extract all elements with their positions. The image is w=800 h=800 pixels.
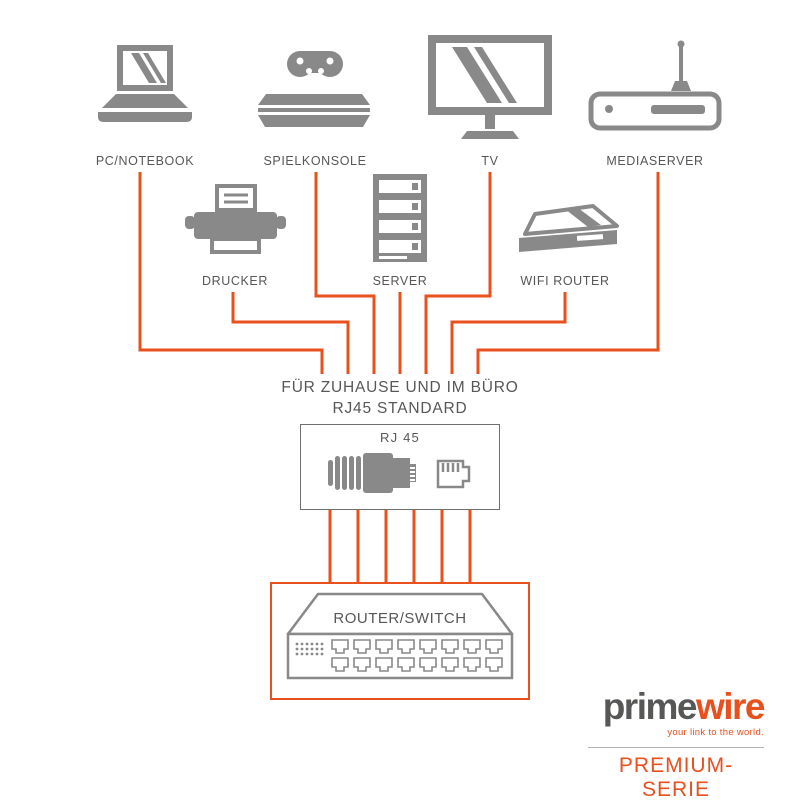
game-console-icon: [235, 32, 395, 144]
rj45-box: RJ 45: [300, 424, 500, 510]
printer-icon: [155, 176, 315, 264]
device-label: MEDIASERVER: [606, 154, 704, 168]
brand-block: primewire your link to the world. PREMIU…: [588, 686, 766, 800]
mediaserver-icon: [575, 32, 735, 144]
logo-wire: wire: [695, 686, 766, 727]
device-mediaserver: MEDIASERVER: [575, 32, 735, 168]
device-spielkonsole: SPIELKONSOLE: [235, 32, 395, 168]
device-label: DRUCKER: [201, 274, 268, 288]
device-server: SERVER: [320, 174, 480, 288]
brand-tagline: your link to the world.: [667, 727, 764, 738]
device-label: PC/NOTEBOOK: [95, 154, 195, 168]
device-pc-notebook: PC/NOTEBOOK: [65, 32, 225, 168]
router-switch-label: ROUTER/SWITCH: [333, 610, 467, 627]
device-label: TV: [481, 154, 499, 168]
series-label: PREMIUM-SERIE: [618, 754, 734, 800]
heading-line1: FÜR ZUHAUSE UND IM BÜRO: [281, 379, 519, 396]
router-switch-box: ROUTER/SWITCH: [270, 582, 530, 700]
primewire-logo: primewire: [588, 686, 766, 727]
center-heading: FÜR ZUHAUSE UND IM BÜRO RJ45 STANDARD: [200, 377, 600, 419]
laptop-icon: [65, 32, 225, 144]
device-wifi-router: WIFI ROUTER: [485, 176, 645, 288]
rj45-label: RJ 45: [380, 430, 420, 445]
logo-prime: prime: [602, 686, 698, 727]
network-switch-icon: [286, 592, 514, 680]
device-label: SPIELKONSOLE: [263, 154, 367, 168]
heading-line2: RJ45 STANDARD: [332, 400, 468, 417]
device-tv: TV: [410, 32, 570, 168]
tv-icon: [410, 32, 570, 144]
device-label: WIFI ROUTER: [520, 274, 610, 288]
device-label: SERVER: [372, 274, 428, 288]
server-icon: [320, 174, 480, 264]
brand-divider: [588, 747, 764, 748]
device-drucker: DRUCKER: [155, 176, 315, 288]
rj45-connector-icon: [328, 453, 471, 493]
wifi-router-icon: [485, 176, 645, 264]
